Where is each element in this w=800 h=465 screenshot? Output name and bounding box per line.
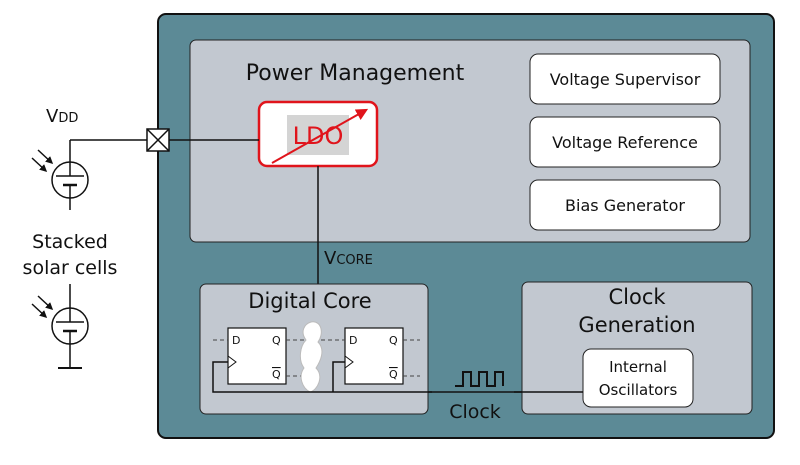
ldo-adjust-arrow — [271, 108, 369, 164]
vdd-label: VDD — [46, 106, 78, 127]
digital-core-title: Digital Core — [248, 289, 371, 313]
voltage-supervisor-block — [529, 53, 721, 105]
power-management-title: Power Management — [246, 61, 465, 86]
clock-wire-branch — [332, 361, 345, 392]
clock-label-bg — [432, 366, 514, 422]
solar-cell-top — [31, 140, 89, 210]
logic-cloud — [299, 321, 323, 393]
svg-text:Q: Q — [389, 368, 398, 381]
clock-waveform-icon — [455, 371, 504, 387]
stacked-label-line2: solar cells — [23, 257, 118, 279]
svg-text:Q: Q — [272, 334, 281, 347]
flip-flop-1: D Q Q — [227, 327, 287, 385]
svg-text:D: D — [349, 334, 357, 347]
clock-wire — [212, 361, 583, 393]
voltage-reference-label: Voltage Reference — [552, 133, 698, 152]
internal-oscillators-block — [582, 348, 694, 408]
vcore-label: VCORE — [324, 248, 373, 269]
clock-generation-title-line2: Generation — [578, 313, 695, 337]
clock-label: Clock — [449, 401, 501, 423]
bias-generator-block — [529, 179, 721, 231]
solar-cell-bottom — [31, 284, 89, 369]
bias-generator-label: Bias Generator — [565, 196, 685, 215]
flip-flop-2: D Q Q — [344, 327, 404, 385]
voltage-supervisor-label: Voltage Supervisor — [550, 70, 701, 89]
clock-generation-title-line1: Clock — [608, 285, 666, 309]
svg-text:Q: Q — [389, 334, 398, 347]
oscillators-line2: Oscillators — [599, 381, 678, 399]
stacked-label-line1: Stacked — [32, 231, 108, 253]
oscillators-line1: Internal — [609, 358, 667, 376]
voltage-reference-block — [529, 116, 721, 168]
clock-generation-block — [521, 281, 753, 415]
svg-text:D: D — [232, 334, 240, 347]
svg-text:Q: Q — [272, 368, 281, 381]
